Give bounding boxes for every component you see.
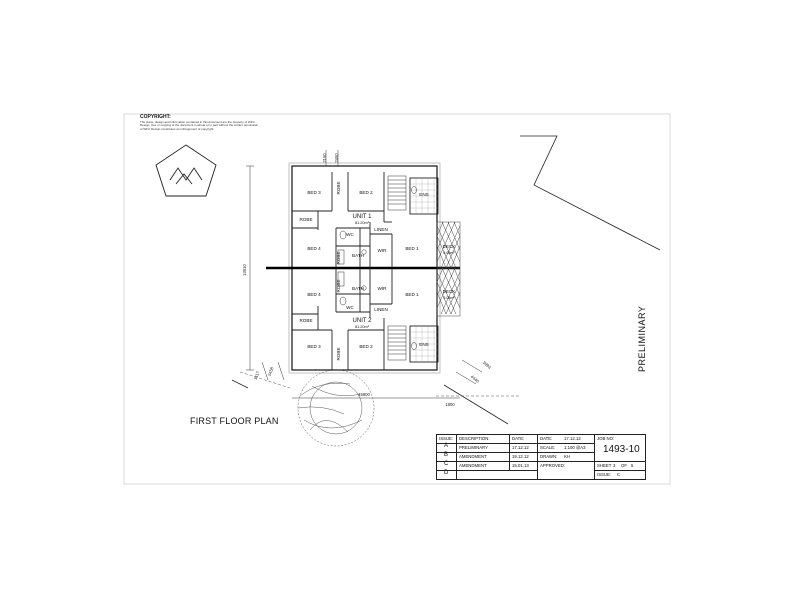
tb-sheet-value: 3 — [613, 463, 616, 468]
tb-row-description: AMENDMENT — [459, 463, 487, 468]
title-block: ISSUE: DESCRIPTION: DATE: A PRELIMINARY … — [436, 434, 646, 480]
tb-row-issue: C — [444, 461, 449, 467]
tb-row-date: 19.12.12 — [512, 454, 529, 459]
tb-row-description: AMENDMENT — [459, 454, 487, 459]
room-label: LINEN — [374, 307, 388, 312]
room-label: BED 1 — [405, 292, 419, 297]
room-label: BED 4 — [307, 292, 321, 297]
room-label: BED 3 — [307, 190, 321, 195]
room-label: BED 2 — [359, 190, 373, 195]
tb-scale-label: SCALE: — [540, 445, 556, 450]
unit-area: 81.20m² — [355, 325, 370, 329]
dimension-text: 3117 — [253, 370, 261, 381]
tb-row-description: PRELIMINARY — [459, 445, 489, 450]
room-label: BED 4 — [307, 246, 321, 251]
tb-job-label: JOB NO: — [597, 436, 615, 441]
tb-date-label: DATE: — [540, 436, 553, 441]
tb-row-date: 17.12.12 — [512, 445, 529, 450]
copyright-note: COPYRIGHT: The plans, design and informa… — [140, 114, 260, 131]
room-label: ROBE — [336, 181, 341, 194]
dimension-text: 3993 — [482, 360, 493, 370]
dimension-text: 2450 — [334, 153, 339, 163]
tb-issue-label: ISSUE: — [597, 472, 612, 477]
stair-unit-1 — [387, 175, 407, 211]
stair-unit-2 — [387, 325, 407, 361]
tb-date-value: 17.12.12 — [564, 436, 581, 441]
tb-row-issue: A — [444, 443, 449, 449]
fixture-symbols — [337, 186, 417, 350]
site-boundary — [231, 135, 661, 425]
tb-sheet-total: 5 — [631, 463, 634, 468]
tb-job-number: 1493-10 — [603, 444, 640, 455]
unit-label: UNIT 1 — [353, 214, 373, 220]
ensuite-tiles — [410, 178, 438, 362]
tb-row-date: 15.01.13 — [512, 463, 529, 468]
room-label: BED 1 — [405, 246, 419, 251]
room-label: WIR — [378, 248, 388, 253]
dimension-text: 2150 — [322, 153, 327, 163]
dimension-text: 2458 — [267, 366, 275, 377]
dimension-text: 15800 — [358, 392, 370, 397]
north-arrow-icon — [155, 144, 217, 197]
room-label: ENS — [419, 342, 428, 347]
dimension-text: 4440 — [470, 374, 481, 384]
tree-symbol — [297, 369, 375, 447]
room-label: ROBE — [336, 251, 341, 264]
dimension-lines — [246, 150, 483, 399]
setback-lines — [239, 371, 520, 397]
tb-scale-value: 1:100 @A3 — [564, 445, 586, 450]
tb-row-issue: D — [444, 470, 449, 476]
tb-row-issue: B — [444, 452, 449, 458]
deck-unit-2 — [436, 267, 461, 317]
dimension-text: 13010 — [242, 264, 247, 276]
tb-approved-label: APPROVED: — [540, 463, 566, 468]
interior-walls — [292, 172, 439, 370]
plan-title: FIRST FLOOR PLAN — [190, 416, 279, 426]
room-label: BED 3 — [307, 344, 321, 349]
tb-header-date: DATE: — [512, 436, 525, 441]
tb-sheet-label: SHEET — [597, 463, 612, 468]
room-label: LINEN — [374, 227, 388, 232]
tb-header-issue: ISSUE: — [439, 436, 454, 441]
deck-area: 6.08m² — [443, 296, 455, 300]
room-label: BATH — [352, 253, 364, 258]
deck-label: DECK — [443, 289, 457, 294]
tb-sheet-of: OF — [621, 463, 627, 468]
room-label: BATH — [352, 286, 364, 291]
tb-drawn-label: DRAWN: — [540, 454, 558, 459]
copyright-heading: COPYRIGHT: — [140, 114, 171, 120]
dimension-text: 1800 — [445, 402, 455, 407]
room-label: ROBE — [299, 318, 312, 323]
unit-area: 81.20m² — [355, 221, 370, 225]
tb-drawn-value: KH — [564, 454, 570, 459]
tb-header-description: DESCRIPTION: — [459, 436, 490, 441]
unit-label: UNIT 2 — [353, 318, 373, 324]
deck-area: 6.08m² — [443, 251, 455, 255]
copyright-text: The plans, design and information contai… — [140, 119, 259, 131]
tb-issue-value: C — [617, 472, 621, 477]
preliminary-stamp: PRELIMINARY — [637, 305, 647, 372]
room-label: WC — [346, 305, 354, 310]
sheet-border — [123, 113, 671, 485]
deck-label: DECK — [443, 244, 457, 249]
room-label: WC — [346, 232, 354, 237]
room-label: ROBE — [299, 217, 312, 222]
room-label: WIR — [378, 286, 388, 291]
room-label: ROBE — [336, 347, 341, 360]
room-label: ROBE — [336, 279, 341, 292]
room-label: BED 2 — [359, 344, 373, 349]
room-label: ENS — [419, 192, 428, 197]
